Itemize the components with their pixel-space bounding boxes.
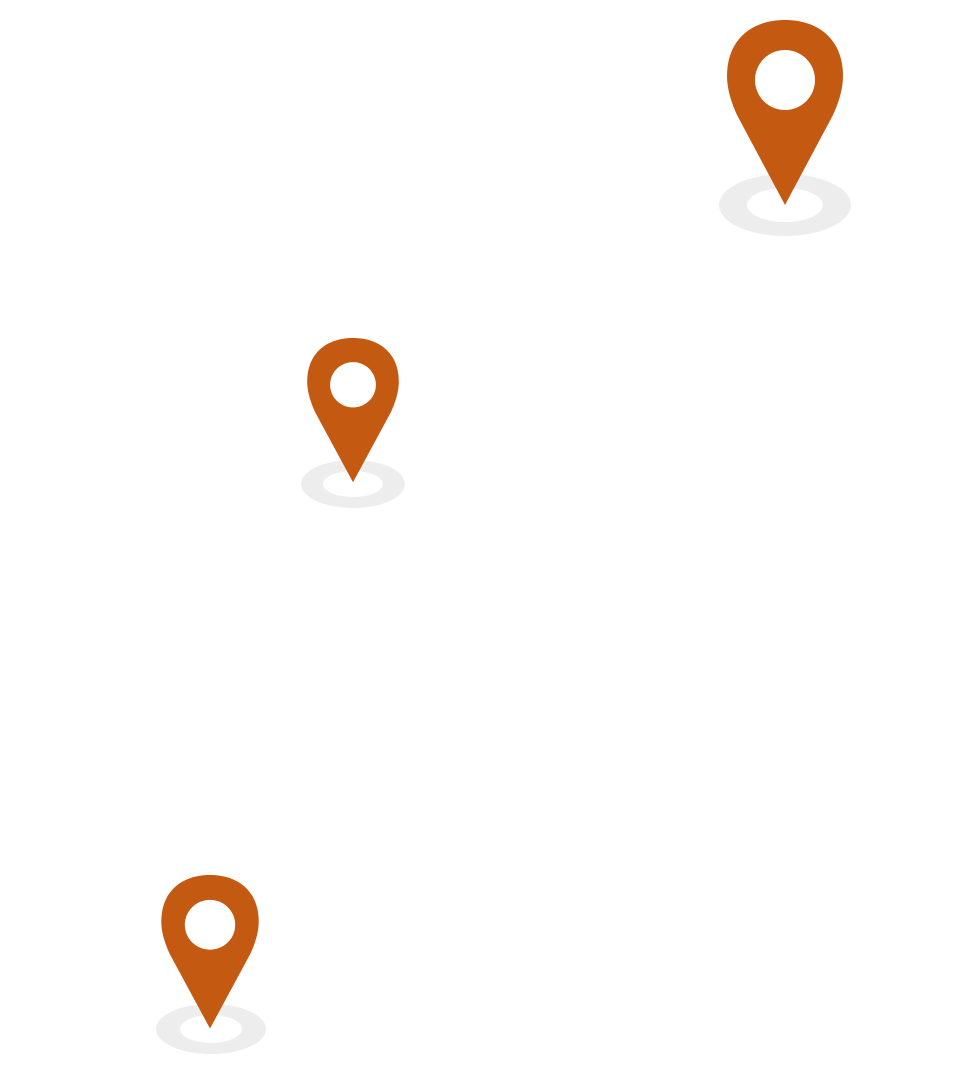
pin-shadow [301, 460, 405, 508]
map-marker-2[interactable] [301, 338, 405, 508]
map-marker-3[interactable] [156, 875, 266, 1054]
map-pin-icon[interactable] [161, 875, 259, 1029]
pin-shadow [156, 1004, 266, 1054]
map-pin-icon[interactable] [307, 338, 399, 483]
map-marker-1[interactable] [719, 20, 851, 236]
map-pin-icon[interactable] [727, 20, 843, 205]
pin-shadow [719, 174, 851, 236]
